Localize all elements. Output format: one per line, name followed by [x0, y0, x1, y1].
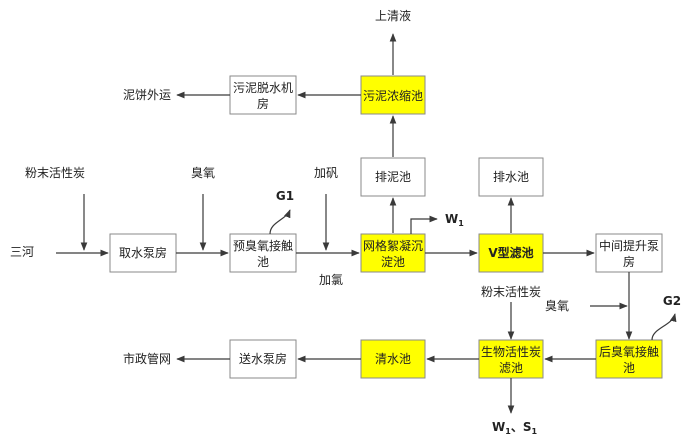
pac-top-label: 粉末活性炭: [25, 166, 85, 180]
delivery-pump-label: 送水泵房: [239, 351, 287, 366]
clear-water-box: [360, 339, 426, 379]
intake-pump-label: 取水泵房: [119, 245, 167, 260]
drain-tank-label: 排水池: [493, 170, 529, 184]
bottom-w-subscript: 1: [505, 427, 511, 436]
sludge-dewatering-label-2: 房: [257, 96, 269, 111]
alum-label: 加矾: [314, 166, 338, 180]
bottom-separator: 、: [511, 420, 523, 434]
arrow-w1-emission: [410, 215, 438, 234]
arrow-g1-emission: [269, 209, 291, 235]
v-filter-label: V型滤池: [488, 245, 533, 260]
post-ozone-label-1: 后臭氧接触: [599, 344, 659, 359]
municipal-label: 市政管网: [123, 351, 171, 366]
clear-water-label: 清水池: [375, 352, 411, 366]
bottom-s-letter: S: [523, 420, 532, 434]
chlorine-label: 加氯: [319, 273, 343, 287]
lift-pump-box: [595, 233, 663, 273]
sludge-dewatering-label-1: 污泥脱水机: [233, 80, 293, 95]
cake-transport-label: 泥饼外运: [123, 88, 171, 102]
supernatant-label: 上清液: [375, 8, 411, 23]
arrow-g2-emission: [651, 313, 677, 341]
bac-label-2: 滤池: [499, 361, 523, 375]
w1-subscript: 1: [458, 219, 464, 228]
bac-filter-box: [478, 339, 544, 379]
post-ozone-label-2: 池: [623, 361, 635, 375]
sludge-thickener-box: [360, 75, 426, 115]
bottom-waste-label: W1、S1: [492, 420, 538, 436]
bottom-s-subscript: 1: [532, 427, 538, 436]
intake-pump-box: [109, 233, 177, 273]
floc-label-1: 网格絮凝沉: [363, 238, 423, 253]
w1-label: W1: [445, 212, 464, 228]
lift-pump-label-2: 房: [623, 254, 635, 269]
sludge-dewatering-box: [229, 75, 297, 115]
preozone-box: [229, 233, 297, 273]
sludge-drain-tank-box: [360, 157, 426, 197]
w1-letter: W: [445, 212, 458, 226]
drain-tank-box: [478, 157, 544, 197]
pac-bottom-label: 粉末活性炭: [481, 285, 541, 299]
ozone-bottom-label: 臭氧: [545, 298, 569, 313]
g2-label: G2: [663, 294, 681, 308]
bac-label-1: 生物活性炭: [481, 345, 541, 359]
floc-sedimentation-box: [360, 233, 426, 273]
lift-pump-label-1: 中间提升泵: [599, 238, 659, 253]
sludge-thickener-label: 污泥浓缩池: [363, 88, 423, 103]
post-ozone-box: [595, 339, 663, 379]
g1-label: G1: [276, 189, 294, 203]
preozone-label-1: 预臭氧接触: [233, 238, 293, 253]
river-label: 三河: [10, 245, 34, 259]
ozone-top-label: 臭氧: [191, 165, 215, 180]
preozone-label-2: 池: [257, 255, 269, 269]
bottom-w-letter: W: [492, 420, 505, 434]
delivery-pump-box: [229, 339, 297, 379]
sludge-drain-tank-label: 排泥池: [375, 170, 411, 184]
floc-label-2: 淀池: [381, 255, 405, 269]
